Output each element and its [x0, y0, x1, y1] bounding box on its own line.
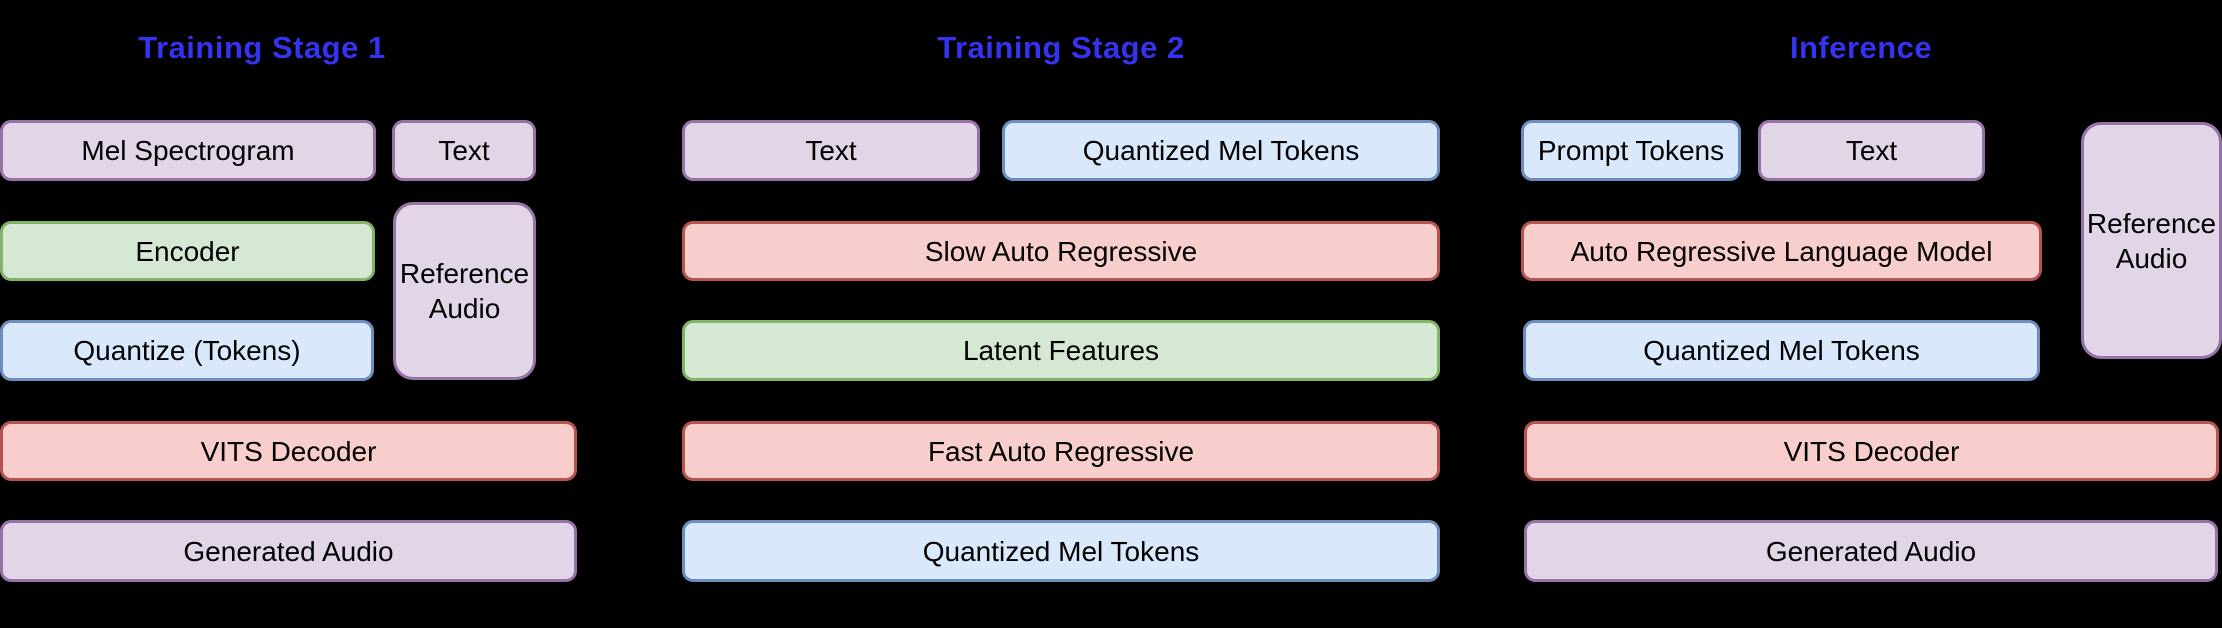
column-title-training-stage-1: Training Stage 1 — [138, 30, 386, 65]
node-quantized-mel-tokens-inference: Quantized Mel Tokens — [1523, 320, 2040, 381]
node-encoder: Encoder — [0, 221, 375, 281]
node-quantized-mel-tokens-stage2-output: Quantized Mel Tokens — [682, 520, 1440, 582]
node-vits-decoder-stage1: VITS Decoder — [0, 421, 577, 481]
node-generated-audio-stage1: Generated Audio — [0, 520, 577, 582]
node-slow-auto-regressive: Slow Auto Regressive — [682, 221, 1440, 281]
node-fast-auto-regressive: Fast Auto Regressive — [682, 421, 1440, 481]
node-prompt-tokens: Prompt Tokens — [1521, 120, 1741, 181]
node-quantize-tokens: Quantize (Tokens) — [0, 320, 374, 381]
node-text-stage1: Text — [392, 120, 536, 181]
node-mel-spectrogram: Mel Spectrogram — [0, 120, 376, 181]
node-latent-features: Latent Features — [682, 320, 1440, 381]
node-reference-audio-inference: Reference Audio — [2081, 122, 2222, 359]
node-vits-decoder-inference: VITS Decoder — [1524, 421, 2219, 481]
column-title-training-stage-2: Training Stage 2 — [937, 30, 1185, 65]
node-reference-audio-stage1: Reference Audio — [393, 202, 536, 380]
column-title-inference: Inference — [1789, 30, 1933, 65]
node-generated-audio-inference: Generated Audio — [1524, 520, 2218, 582]
node-text-stage2: Text — [682, 120, 980, 181]
node-auto-regressive-language-model: Auto Regressive Language Model — [1521, 221, 2042, 281]
node-quantized-mel-tokens-stage2-input: Quantized Mel Tokens — [1002, 120, 1440, 181]
node-text-inference: Text — [1758, 120, 1985, 181]
